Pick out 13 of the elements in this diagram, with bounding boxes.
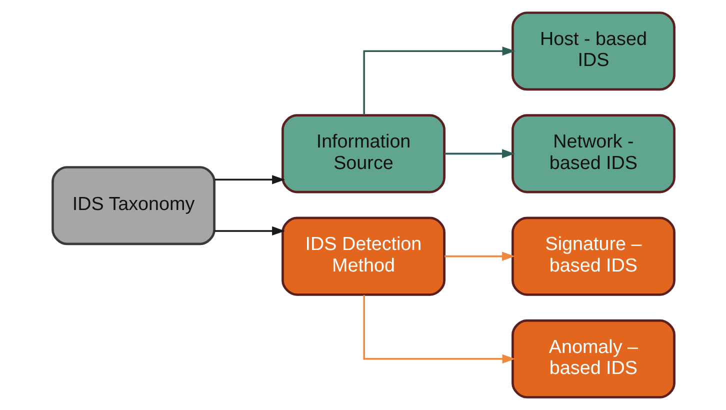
arrow xyxy=(362,46,515,115)
arrow xyxy=(214,226,285,236)
arrow xyxy=(362,295,515,364)
node-box: Network - based IDS xyxy=(511,114,675,194)
node-box: Information Source xyxy=(281,114,445,194)
node-box: Signature – based IDS xyxy=(511,216,675,296)
node-box: Host - based IDS xyxy=(511,12,675,91)
node-box: Anomaly – based IDS xyxy=(511,319,675,398)
arrow xyxy=(214,175,285,184)
arrow xyxy=(444,149,515,158)
node-box: IDS Taxonomy xyxy=(51,166,215,246)
node-box: IDS Detection Method xyxy=(281,216,445,296)
arrow xyxy=(444,252,515,261)
